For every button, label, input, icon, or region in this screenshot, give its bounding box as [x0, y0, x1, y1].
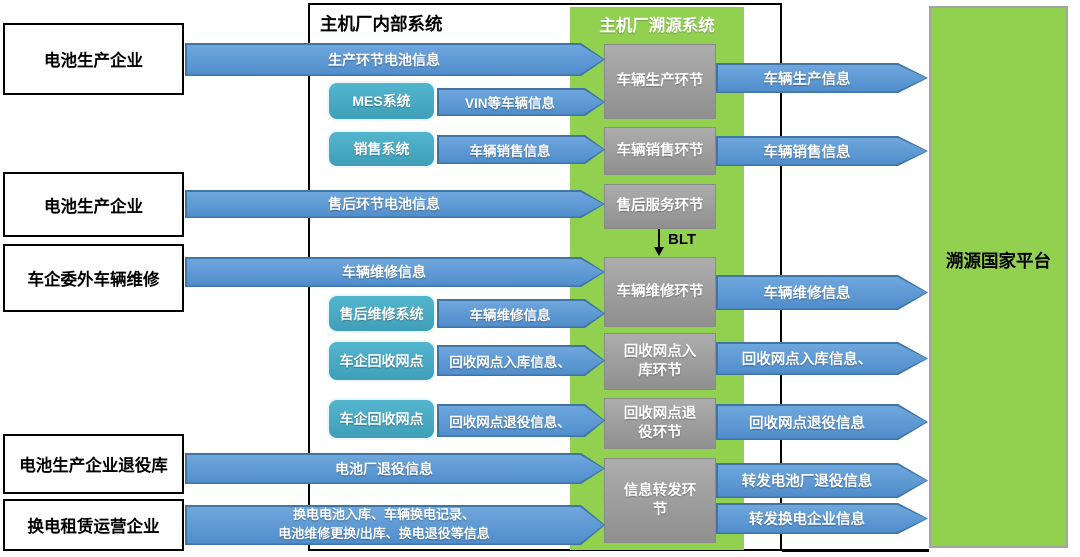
output-vehicle-sales-info-arrow: 车辆销售信息	[716, 136, 928, 166]
stage-vehicle-sales: 车辆销售环节	[604, 127, 716, 175]
output-vehicle-repair-info-arrow: 车辆维修信息	[716, 275, 928, 310]
flow-label: 生产环节电池信息	[328, 51, 440, 68]
flow-label: 转发电池厂退役信息	[741, 474, 873, 490]
stage-recycling-outlet-inbound: 回收网点入 库环节	[604, 333, 716, 390]
entity-battery-manufacturer-2: 电池生产企业	[3, 172, 184, 237]
flow-aftersales-battery-info-arrow: 售后环节电池信息	[185, 190, 605, 218]
stage-after-sales-service: 售后服务环节	[604, 184, 716, 229]
output-outlet-inbound-info-arrow: 回收网点入库信息、	[716, 342, 928, 375]
flow-label: 车辆销售信息	[763, 144, 851, 161]
subsystem-recycling-outlet-1: 车企回收网点	[327, 340, 436, 382]
flow-label: VIN等车辆信息	[464, 96, 555, 111]
oem-internal-system-title: 主机厂内部系统	[320, 14, 443, 34]
flow-label: 回收网点退役信息	[749, 415, 865, 432]
flow-label: 回收网点入库信息、	[449, 354, 571, 370]
flow-label: 回收网点退役信息、	[449, 414, 571, 430]
national-platform-box: 溯源国家平台	[929, 6, 1068, 548]
flow-vehicle-sales-info-arrow: 车辆销售信息	[437, 135, 605, 164]
flow-label: 回收网点入库信息、	[741, 352, 873, 368]
flow-label: 售后环节电池信息	[328, 196, 440, 212]
entity-battery-manufacturer-retired-warehouse: 电池生产企业退役库	[3, 434, 184, 494]
stage-recycling-outlet-retirement: 回收网点退 役环节	[604, 398, 716, 449]
down-arrow-icon	[654, 229, 664, 256]
entity-battery-swap-leasing-operator: 换电租赁运营企业	[3, 499, 184, 551]
entity-battery-manufacturer-1: 电池生产企业	[3, 23, 184, 95]
flow-label: 车辆维修信息	[763, 286, 851, 302]
flow-production-battery-info-arrow: 生产环节电池信息	[185, 43, 605, 76]
blt-label: BLT	[668, 231, 697, 248]
stage-vehicle-production: 车辆生产环节	[604, 44, 716, 119]
national-platform-title: 溯源国家平台	[946, 251, 1051, 271]
flow-battery-factory-retirement-info-arrow: 电池厂退役信息	[185, 453, 605, 484]
subsystem-recycling-outlet-2: 车企回收网点	[327, 398, 436, 440]
flow-label: 换电电池入库、车辆换电记录、 电池维修更换/出库、换电退役等信息	[185, 505, 605, 545]
output-vehicle-production-info-arrow: 车辆生产信息	[716, 63, 928, 93]
flow-battery-swap-info-arrow: 换电电池入库、车辆换电记录、 电池维修更换/出库、换电退役等信息	[185, 505, 605, 545]
flow-label: 车辆销售信息	[469, 143, 551, 159]
output-forward-swap-enterprise-info-arrow: 转发换电企业信息	[716, 503, 928, 534]
entity-outsourced-vehicle-repair: 车企委外车辆维修	[3, 244, 184, 312]
flow-vehicle-repair-info-arrow: 车辆维修信息	[185, 257, 605, 287]
flow-outlet-retirement-info-arrow: 回收网点退役信息、	[437, 404, 605, 437]
flow-repair-system-info-arrow: 车辆维修信息	[437, 299, 605, 328]
subsystem-sales: 销售系统	[327, 130, 436, 168]
stage-vehicle-repair: 车辆维修环节	[604, 257, 716, 327]
output-forward-battery-factory-retirement-arrow: 转发电池厂退役信息	[716, 463, 928, 498]
flow-label: 车辆维修信息	[469, 307, 551, 323]
blt-connector	[653, 229, 665, 261]
flow-label-line1: 换电电池入库、车辆换电记录、	[292, 507, 475, 523]
output-outlet-retirement-info-arrow: 回收网点退役信息	[716, 404, 928, 440]
flow-label: 电池厂退役信息	[335, 460, 433, 477]
flow-label-line2: 电池维修更换/出库、换电退役等信息	[278, 526, 490, 541]
panel-bottom-connector-line	[782, 549, 929, 552]
flow-label: 车辆生产信息	[763, 71, 851, 88]
stage-info-forwarding: 信息转发环 节	[604, 458, 716, 543]
flow-label: 转发换电企业信息	[749, 512, 865, 528]
oem-trace-system-title: 主机厂溯源系统	[599, 17, 715, 35]
flow-label: 车辆维修信息	[342, 264, 426, 280]
flow-outlet-inbound-info-arrow: 回收网点入库信息、	[437, 345, 605, 376]
subsystem-after-sales-repair: 售后维修系统	[327, 294, 436, 333]
flow-vin-vehicle-info-arrow: VIN等车辆信息	[437, 88, 605, 116]
subsystem-mes: MES系统	[327, 81, 436, 121]
